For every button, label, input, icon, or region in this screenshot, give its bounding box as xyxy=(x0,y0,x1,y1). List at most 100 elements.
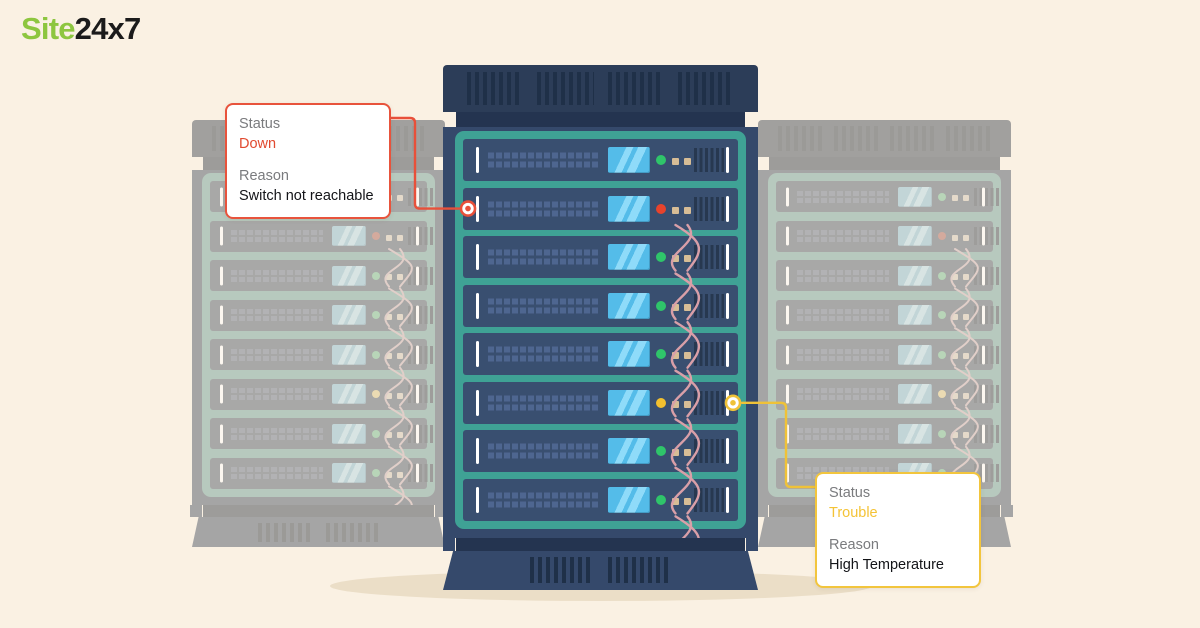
display-panel-icon xyxy=(608,244,650,271)
reason-label: Reason xyxy=(239,168,289,184)
led-grid-icon xyxy=(797,309,889,322)
handle-icon xyxy=(786,305,789,325)
cable-port-icon xyxy=(386,234,392,241)
led-line xyxy=(231,388,323,394)
handle-icon xyxy=(476,244,479,271)
vent-slats-icon xyxy=(408,464,434,483)
handle-icon xyxy=(416,463,419,483)
vent-slats-icon xyxy=(694,342,724,367)
logo-24x7: 24x7 xyxy=(74,11,142,46)
server-row xyxy=(776,260,1000,292)
reason-pair: Reason Switch not reachable xyxy=(239,166,377,206)
cable-port-icon xyxy=(684,352,691,360)
server-row xyxy=(463,430,738,473)
display-panel-icon xyxy=(898,384,932,405)
site24x7-logo: Site24x7 xyxy=(21,11,142,47)
handle-icon xyxy=(476,341,479,368)
led-line xyxy=(797,355,889,361)
status-led-down xyxy=(938,232,946,241)
display-panel-icon xyxy=(608,147,650,173)
status-value-trouble: Trouble xyxy=(829,505,878,521)
status-led-up xyxy=(372,469,380,478)
status-pair: Status Down xyxy=(239,114,377,154)
led-grid-icon xyxy=(488,346,598,362)
led-line xyxy=(231,395,323,401)
server-row xyxy=(776,378,1000,410)
led-grid-icon xyxy=(488,443,598,459)
cable-port-icon xyxy=(952,392,958,399)
display-panel-icon xyxy=(898,423,932,444)
led-grid-icon xyxy=(231,388,323,401)
display-panel-icon xyxy=(898,305,932,326)
server-row xyxy=(776,418,1000,450)
handle-icon xyxy=(982,226,985,246)
led-line xyxy=(797,434,889,440)
led-line xyxy=(231,269,323,275)
cable-port-icon xyxy=(672,303,679,311)
led-line xyxy=(488,346,598,353)
vent-slats-icon xyxy=(529,557,594,583)
vent-slats-icon xyxy=(974,306,1000,325)
vent-slats-icon xyxy=(408,227,434,246)
status-led-up xyxy=(372,271,380,280)
handle-icon xyxy=(982,305,985,325)
handle-icon xyxy=(982,424,985,444)
handle-icon xyxy=(476,292,479,319)
display-panel-icon xyxy=(332,344,366,365)
led-line xyxy=(231,230,323,236)
vent-slats-icon xyxy=(694,196,724,221)
handle-icon xyxy=(786,345,789,365)
led-line xyxy=(231,237,323,243)
handle-icon xyxy=(476,438,479,465)
cable-port-icon xyxy=(672,158,679,165)
display-panel-icon xyxy=(332,226,366,247)
vent-slats-icon xyxy=(408,306,434,325)
handle-icon xyxy=(416,345,419,365)
led-line xyxy=(488,492,598,499)
led-line xyxy=(231,309,323,315)
led-grid-icon xyxy=(488,395,598,411)
led-grid-icon xyxy=(797,269,889,282)
cable-port-icon xyxy=(397,274,403,281)
rack-body xyxy=(758,170,1011,525)
server-row xyxy=(210,457,434,489)
cable-port-icon xyxy=(684,303,691,311)
led-line xyxy=(797,388,889,394)
vent-slats-icon xyxy=(974,227,1000,246)
cable-port-icon xyxy=(963,432,969,439)
led-line xyxy=(797,467,889,473)
trouble-callout: Status Trouble Reason High Temperature xyxy=(815,472,981,588)
led-grid-icon xyxy=(231,269,323,282)
down-callout: Status Down Reason Switch not reachable xyxy=(225,103,391,219)
reason-value-trouble: High Temperature xyxy=(829,557,944,573)
status-pair: Status Trouble xyxy=(829,483,967,523)
handle-icon xyxy=(726,195,729,222)
logo-site: Site xyxy=(21,11,75,46)
rack-pedestal xyxy=(192,517,445,547)
reason-value-down: Switch not reachable xyxy=(239,188,374,204)
cable-port-icon xyxy=(684,158,691,165)
led-grid-icon xyxy=(797,348,889,361)
led-line xyxy=(488,452,598,459)
led-line xyxy=(231,434,323,440)
vent-slats-icon xyxy=(408,424,434,443)
server-row xyxy=(463,381,738,424)
cable-port-icon xyxy=(386,471,392,478)
vent-slats-icon xyxy=(607,72,664,105)
cable-port-icon xyxy=(952,353,958,360)
cable-port-icon xyxy=(386,274,392,281)
rack-frame xyxy=(202,173,435,497)
cable-port-icon xyxy=(684,206,691,214)
display-panel-icon xyxy=(608,341,650,368)
handle-icon xyxy=(726,486,729,513)
cable-port-icon xyxy=(672,206,679,214)
cable-port-icon xyxy=(963,313,969,320)
rack-body xyxy=(443,127,758,564)
vent-slats-icon xyxy=(974,424,1000,443)
cable-port-icon xyxy=(397,195,403,201)
led-line xyxy=(797,269,889,275)
display-panel-icon xyxy=(332,305,366,326)
handle-icon xyxy=(220,305,223,325)
server-row xyxy=(210,220,434,252)
